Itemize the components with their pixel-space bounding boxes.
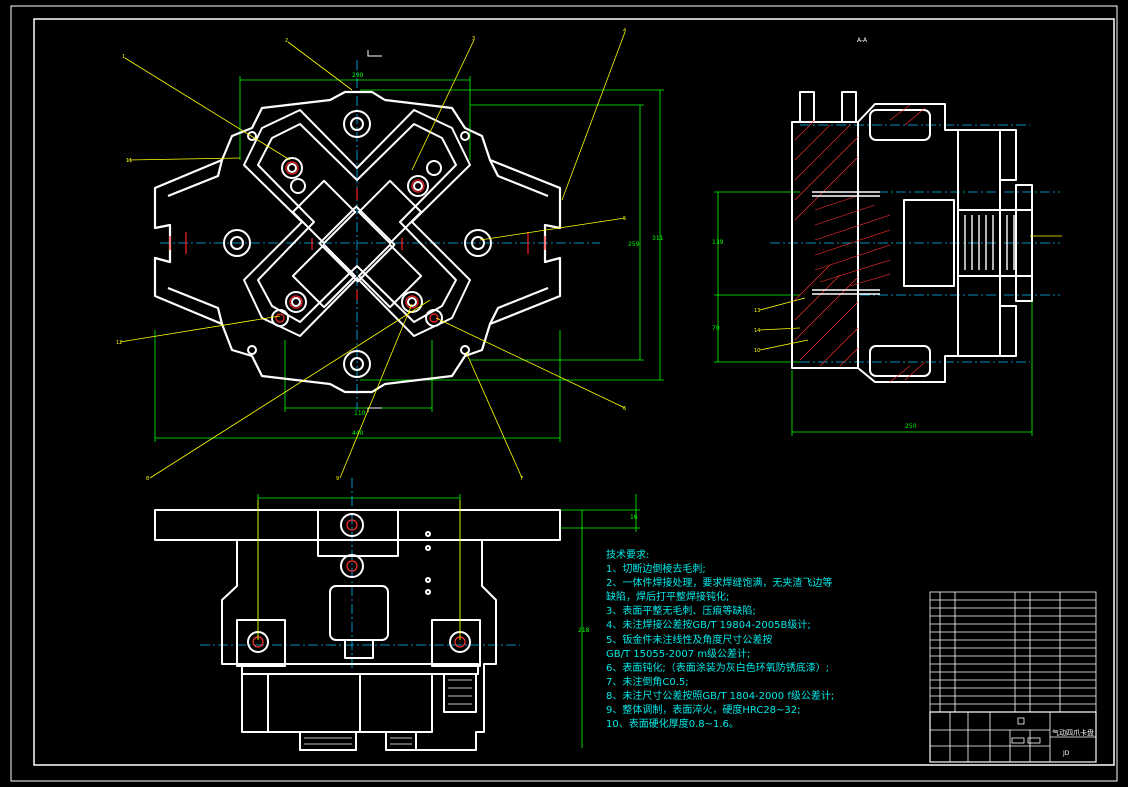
dim-top-width: 290 <box>352 72 364 79</box>
dim-height-b: 311 <box>652 235 664 242</box>
note-line: GB/T 15055-2007 m级公差计; <box>606 648 751 660</box>
note-line: 7、未注倒角C0.5; <box>606 676 689 688</box>
note-line: 6、表面钝化;（表面涂装为灰白色环氧防锈底漆）; <box>606 662 830 674</box>
dim-front-height: 218 <box>578 627 590 634</box>
balloon-6: 6 <box>623 406 626 412</box>
balloon-9: 9 <box>336 476 339 482</box>
side-section-view: A-A 139 70 250 <box>712 37 1062 436</box>
note-line: 4、未注焊接公差按GB/T 19804-2005B级计; <box>606 620 811 632</box>
title-block <box>929 591 1097 763</box>
balloon-2: 2 <box>285 38 288 44</box>
dim-front-thick: 16 <box>630 514 638 521</box>
balloon-7: 7 <box>520 476 523 482</box>
note-line: 9、整体调制，表面淬火，硬度HRC28~32; <box>606 705 801 717</box>
note-line: 1、切断边倒棱去毛刺; <box>606 564 706 576</box>
balloon-3: 3 <box>472 36 475 42</box>
front-view: 218 16 <box>154 478 640 751</box>
balloon-14: 14 <box>754 328 760 334</box>
inner-frame <box>33 18 1115 766</box>
note-line: 8、未注尺寸公差按照GB/T 1804-2000 f级公差计; <box>606 690 835 702</box>
balloon-1: 1 <box>122 54 125 60</box>
outer-frame <box>10 5 1118 782</box>
balloon-10: 10 <box>754 348 760 354</box>
notes-heading: 技术要求: <box>606 550 650 561</box>
dim-inner-width: 110 <box>354 410 366 417</box>
technical-requirements: 技术要求: 1、切断边倒棱去毛刺; 2、一体件焊接处理，要求焊缝饱满，无夹渣飞边… <box>606 549 834 732</box>
balloon-8: 8 <box>146 476 149 482</box>
dim-side-height: 139 <box>712 239 724 246</box>
title-block-title: 气动四爪卡盘 <box>1052 729 1094 737</box>
note-line: 缺陷，焊后打平整焊接钝化; <box>606 592 730 604</box>
balloon-12: 12 <box>116 340 122 346</box>
note-line: 5、钣金件未注线性及角度尺寸公差按 <box>606 634 773 646</box>
balloon-11: 11 <box>126 158 132 164</box>
balloon-4: 4 <box>623 28 626 34</box>
balloon-13: 13 <box>754 308 760 314</box>
dim-side-small: 70 <box>712 325 720 332</box>
plan-view: 290 440 110 259 311 <box>116 28 664 482</box>
title-block-sub: JD <box>1063 750 1070 757</box>
note-line: 10、表面硬化厚度0.8~1.6。 <box>606 719 739 731</box>
dim-height-a: 259 <box>628 241 640 248</box>
balloon-5: 5 <box>623 216 626 222</box>
note-line: 3、表面平整无毛刺、压痕等缺陷; <box>606 606 756 618</box>
dim-side-width: 250 <box>905 423 917 430</box>
section-label: A-A <box>857 37 868 44</box>
note-line: 2、一体件焊接处理，要求焊缝饱满，无夹渣飞边等 <box>606 578 833 590</box>
dim-overall-width: 440 <box>352 430 364 437</box>
